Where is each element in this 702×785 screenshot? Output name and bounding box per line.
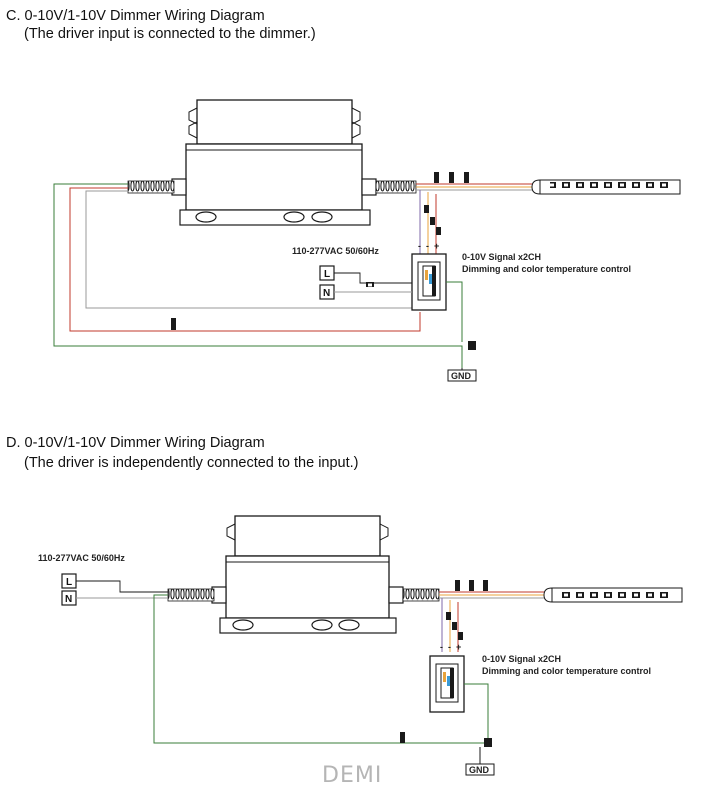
section-c-diagram: - - + L N 110-277VAC 50/60Hz 0-10V Signa… bbox=[53, 99, 681, 382]
knockout-hole bbox=[311, 211, 333, 223]
ac-input-label-c: 110-277VAC 50/60Hz bbox=[292, 246, 379, 256]
neutral-label: N bbox=[65, 594, 72, 605]
wire-nut-icon bbox=[464, 172, 469, 183]
wire-nut-icon bbox=[455, 580, 460, 591]
input-cable-c bbox=[127, 180, 175, 194]
signal-label-d: 0-10V Signal x2CH bbox=[482, 654, 561, 664]
wire-nut-icon bbox=[424, 205, 429, 213]
wire-nut-icon bbox=[483, 580, 488, 591]
control-label-c: Dimming and color temperature control bbox=[462, 264, 631, 274]
dimmer-d bbox=[429, 655, 465, 713]
watermark: DEMI bbox=[322, 763, 382, 785]
ground-label-d: GND bbox=[469, 765, 490, 775]
wire-nut-icon bbox=[469, 580, 474, 591]
wire-nut-icon bbox=[434, 172, 439, 183]
dimmer-c bbox=[411, 253, 447, 311]
knockout-hole bbox=[311, 619, 333, 631]
ac-input-label-d: 110-277VAC 50/60Hz bbox=[38, 553, 125, 563]
output-cable-c bbox=[375, 180, 417, 194]
live-wire-c bbox=[69, 187, 421, 332]
wire-nut-icon bbox=[446, 612, 451, 620]
minus-terminal-2: - bbox=[426, 241, 429, 251]
junction-icon bbox=[366, 279, 376, 287]
control-label-d: Dimming and color temperature control bbox=[482, 666, 651, 676]
ground-wire-c bbox=[53, 183, 463, 368]
led-strip-d bbox=[543, 587, 683, 603]
knockout-hole bbox=[283, 211, 305, 223]
knockout-hole bbox=[232, 619, 254, 631]
wire-nut-icon bbox=[430, 217, 435, 225]
ground-symbol bbox=[447, 369, 477, 382]
led-strip-c bbox=[531, 179, 681, 195]
ground-wire-d bbox=[153, 594, 488, 744]
cable-gland bbox=[388, 586, 404, 604]
minus-terminal-1: - bbox=[418, 241, 421, 251]
minus-terminal-1: - bbox=[440, 642, 443, 652]
plus-terminal: + bbox=[434, 241, 439, 251]
wire-nut-icon bbox=[400, 732, 405, 743]
wire-nut-icon bbox=[458, 632, 463, 640]
cable-gland bbox=[361, 178, 377, 196]
led-driver-d bbox=[211, 515, 404, 634]
section-d-diagram: 110-277VAC 50/60Hz L N - - + bbox=[38, 515, 683, 776]
signal-label-c: 0-10V Signal x2CH bbox=[462, 252, 541, 262]
line-label: L bbox=[324, 269, 330, 280]
wire-nut-icon bbox=[436, 227, 441, 235]
input-cable-d bbox=[167, 588, 215, 602]
knockout-hole bbox=[338, 619, 360, 631]
led-driver-c bbox=[171, 99, 377, 226]
line-label: L bbox=[66, 577, 72, 588]
section-c-title: C. 0-10V/1-10V Dimmer Wiring Diagram bbox=[6, 8, 265, 24]
knockout-hole bbox=[195, 211, 217, 223]
ground-connector-icon bbox=[484, 738, 492, 747]
wire-nut-icon bbox=[449, 172, 454, 183]
neutral-wire-c bbox=[85, 190, 412, 309]
wire-nut-icon bbox=[171, 318, 176, 330]
ground-connector-icon bbox=[468, 341, 476, 350]
ground-label-c: GND bbox=[451, 371, 472, 381]
ground-symbol bbox=[465, 763, 495, 776]
plus-terminal: + bbox=[456, 642, 461, 652]
output-cable-d bbox=[402, 588, 440, 602]
section-d-title: D. 0-10V/1-10V Dimmer Wiring Diagram bbox=[6, 435, 265, 451]
minus-terminal-2: - bbox=[448, 642, 451, 652]
section-c-subtitle: (The driver input is connected to the di… bbox=[24, 26, 316, 42]
wire-nut-icon bbox=[452, 622, 457, 630]
section-d-subtitle: (The driver is independently connected t… bbox=[24, 455, 359, 471]
neutral-label: N bbox=[323, 288, 330, 299]
